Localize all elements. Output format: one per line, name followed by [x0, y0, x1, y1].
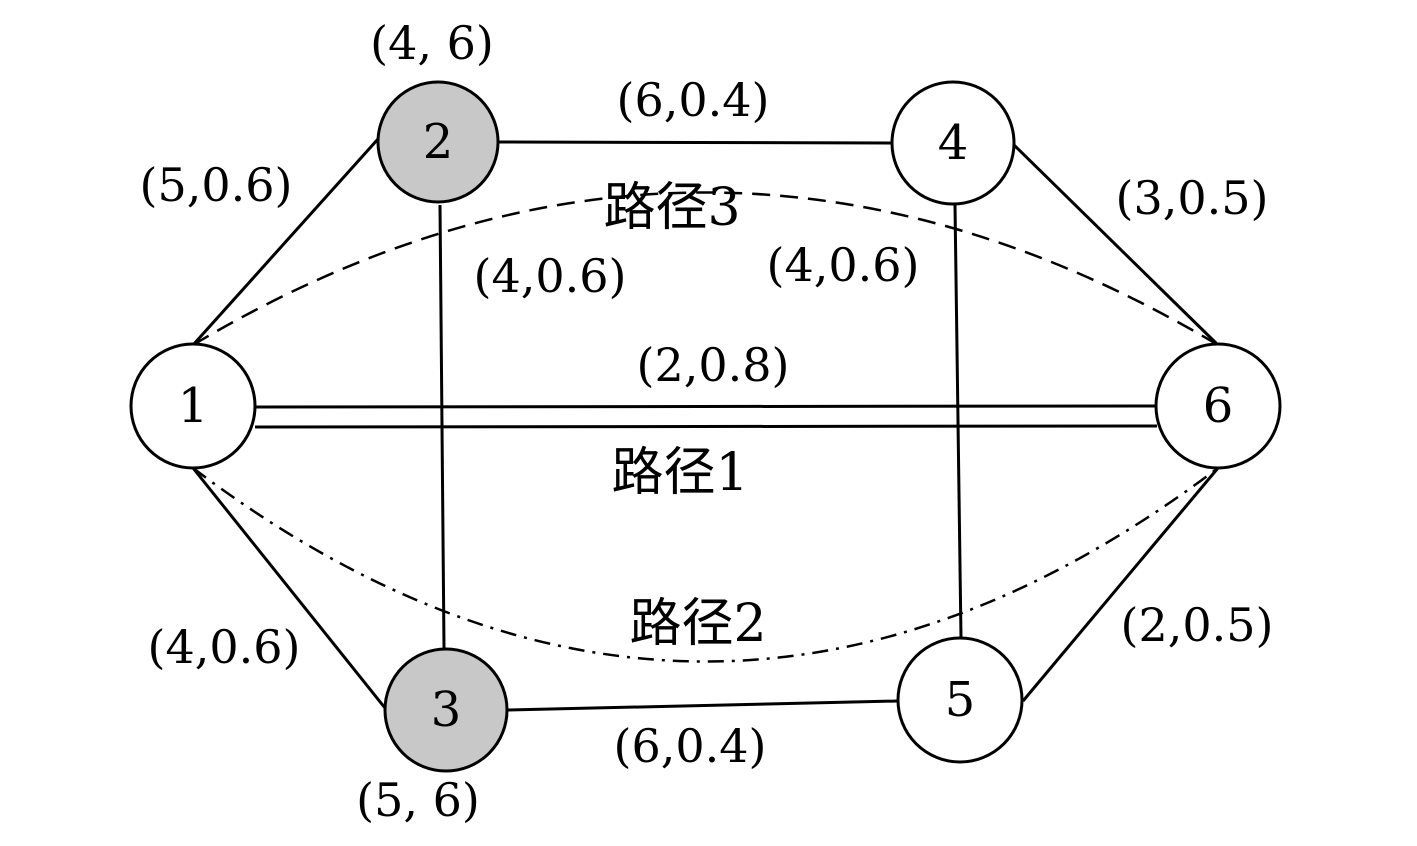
node-5: 5: [896, 636, 1024, 764]
node-2-annotation: (4, 6): [370, 16, 494, 70]
node-2: 2: [376, 80, 500, 204]
node-6-circle: [1154, 342, 1282, 470]
edge-1-6-upper: [254, 404, 1158, 409]
edge-3-5: [507, 699, 899, 712]
node-1: 1: [129, 342, 257, 470]
edge-1-3-label: (4,0.6): [148, 620, 301, 674]
edge-4-6: [1012, 143, 1220, 347]
node-6: 6: [1154, 342, 1282, 470]
node-4-circle: [890, 80, 1016, 206]
edge-1-2-label: (5,0.6): [140, 158, 293, 212]
node-5-label: 5: [945, 672, 976, 728]
node-6-label: 6: [1203, 378, 1234, 434]
node-5-circle: [896, 636, 1024, 764]
node-3: 3: [383, 647, 509, 773]
edge-1-3: [191, 467, 387, 709]
edge-4-5-label: (4,0.6): [767, 238, 920, 292]
node-4: 4: [890, 80, 1016, 206]
node-1-label: 1: [178, 378, 209, 434]
edge-1-6-label: (2,0.8): [637, 338, 790, 392]
path3-curve: [192, 191, 1219, 347]
node-4-label: 4: [938, 115, 969, 171]
edge-5-6: [1021, 467, 1220, 702]
node-3-circle: [383, 647, 509, 773]
path2-label: 路径2: [629, 594, 766, 654]
edge-5-6-label: (2,0.5): [1121, 598, 1274, 652]
node-1-circle: [129, 342, 257, 470]
edge-2-4: [497, 140, 894, 145]
edge-2-4-label: (6,0.4): [617, 73, 770, 127]
path3-label: 路径3: [603, 178, 740, 238]
path2-curve: [192, 467, 1219, 663]
edge-4-6-label: (3,0.5): [1116, 171, 1269, 225]
edge-4-5: [953, 204, 963, 639]
edge-3-5-label: (6,0.4): [614, 719, 767, 773]
node-2-circle: [376, 80, 500, 204]
path1-label: 路径1: [611, 443, 748, 503]
node-3-label: 3: [431, 682, 462, 738]
node-3-annotation: (5, 6): [356, 773, 480, 827]
node-2-label: 2: [423, 114, 454, 170]
edge-1-6-lower: [254, 424, 1158, 429]
edge-1-2: [191, 137, 380, 347]
edge-2-3-label: (4,0.6): [474, 249, 627, 303]
